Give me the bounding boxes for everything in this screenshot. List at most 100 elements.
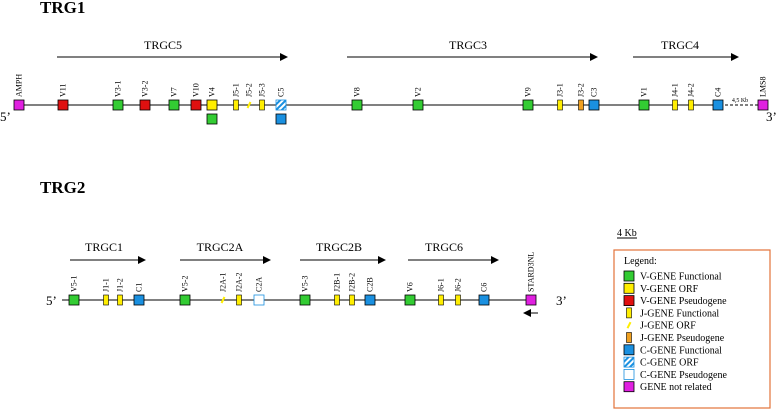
trg1-gene-j5-3-marker (259, 99, 265, 111)
trg1-gene-j5-1-label: J5-1 (232, 83, 241, 97)
legend-marker-c-functional (623, 344, 635, 356)
trg1-gene-v1-label: V1 (640, 87, 649, 97)
trg1-gene-j4-2-label: J4-2 (687, 83, 696, 97)
trg1-gene-j4-1-label: J4-1 (671, 83, 680, 97)
legend-marker-j-functional (626, 307, 632, 319)
trg2-gene-j2a-2-marker (236, 294, 242, 306)
trg1-gene-j4-2-marker (688, 99, 694, 111)
trg2-gene-v5-3-marker (299, 294, 311, 306)
legend-label-v-orf: V-GENE ORF (640, 284, 699, 295)
legend-label-j-pseudo: J-GENE Pseudogene (640, 333, 725, 344)
trg1-gene-v3-1-label: V3-1 (114, 81, 123, 97)
trg1-label-trgc4: TRGC4 (661, 38, 699, 52)
trg1-gene-c4-label: C4 (714, 88, 723, 97)
legend-label-j-orf: J-GENE ORF (640, 321, 696, 332)
trg2-gene-j6-2-label: J6-2 (454, 278, 463, 292)
trg2-gene-c2b-marker (364, 294, 376, 306)
trg2-gene-v5-3-label: V5-3 (301, 276, 310, 292)
legend-marker-c-pseudo (623, 368, 635, 380)
legend-label-c-functional: C-GENE Functional (640, 345, 722, 356)
legend-marker-v-pseudo (623, 295, 635, 307)
trg2-gene-c6-marker (478, 294, 490, 306)
trg1-gene-v3-2-label: V3-2 (141, 81, 150, 97)
trg2-gene-j2b-2-marker (349, 294, 355, 306)
trg1-gene-j3-2-marker (578, 99, 584, 111)
trg2-gene-j1-1-marker (103, 294, 109, 306)
legend-label-unrelated: GENE not related (640, 382, 712, 393)
trg1-gene-v8-label: V8 (353, 87, 362, 97)
trg1-label-trgc5: TRGC5 (144, 38, 182, 52)
legend-label-c-orf: C-GENE ORF (640, 358, 699, 369)
trg1-gene-v10-marker (190, 99, 202, 111)
trg1-gene-c3-marker (588, 99, 600, 111)
trg1-label-trgc3: TRGC3 (449, 38, 487, 52)
trg2-gene-j2b-2-label: J2B-2 (348, 273, 357, 292)
trg2-gene-j6-2-marker (455, 294, 461, 306)
trg1-gene-v4-alt-marker (206, 113, 218, 125)
trg2-cluster-arrows: TRGC1 TRGC2A TRGC2B TRGC6 (70, 240, 499, 264)
legend-box (613, 249, 771, 409)
trg2-label-trgc2b: TRGC2B (316, 240, 362, 254)
trg1-gene-v1-marker (638, 99, 650, 111)
trg1-gene-j4-1-marker (672, 99, 678, 111)
trg2-gene-v5-1-label: V5-1 (70, 276, 79, 292)
trg2-gene-c2a-marker (253, 294, 265, 306)
trg1-cluster-arrows: TRGC5 TRGC3 TRGC4 (57, 38, 739, 61)
trg2-gene-c1-label: C1 (135, 283, 144, 292)
trg2-label-trgc1: TRGC1 (85, 240, 123, 254)
trg2-gene-j1-2-label: J1-2 (116, 278, 125, 292)
trg2-gene-v6-label: V6 (406, 282, 415, 292)
trg1-gene-v9-label: V9 (524, 87, 533, 97)
legend-label-v-functional: V-GENE Functional (640, 272, 722, 283)
legend-label-c-pseudo: C-GENE Pseudogene (640, 370, 727, 381)
trg1-gene-v2-label: V2 (414, 87, 423, 97)
trg2-five-prime: 5’ (46, 293, 57, 308)
trg1-gene-amph-marker (13, 99, 25, 111)
legend-marker-v-orf (623, 282, 635, 294)
legend-marker-j-orf (626, 321, 632, 329)
trg1-gene-j5-1-marker (233, 99, 239, 111)
legend-marker-c-orf (623, 356, 635, 368)
trg2-title: TRG2 (40, 178, 85, 197)
trg2-label-trgc2a: TRGC2A (197, 240, 244, 254)
trg2-gene-j2a-1-marker (220, 296, 226, 304)
trg2-gene-j2a-2-label: J2A-2 (235, 272, 244, 292)
trg2-gene-j2b-1-label: J2B-1 (333, 273, 342, 292)
trg1-gene-c5-label: C5 (277, 88, 286, 97)
trg2-gene-j2a-1-label: J2A-1 (219, 272, 228, 292)
legend-title: Legend: (624, 256, 657, 267)
trg2-genes: V5-1 J1-1 J1-2 C1 V5-2 J2A-1 J2A-2 C2A V5-3 J2B-1… (68, 252, 537, 306)
trg2-gene-stard3nl-marker (525, 294, 537, 306)
trg1-five-prime: 5’ (0, 109, 11, 124)
trg2-gene-c2a-label: C2A (255, 277, 264, 292)
trg2-gene-v5-2-marker (179, 294, 191, 306)
trg1-gene-lms8-label: LMS8 (759, 77, 768, 97)
trg2-gene-c1-marker (133, 294, 145, 306)
trg2-gene-v6-marker (404, 294, 416, 306)
trg1-gene-j5-2-label: J5-2 (245, 83, 254, 97)
legend-label-v-pseudo: V-GENE Pseudogene (640, 296, 727, 307)
trg2-gene-j6-1-marker (438, 294, 444, 306)
trg1-gene-j5-3-label: J5-3 (258, 83, 267, 97)
trg1-gene-c3-label: C3 (590, 88, 599, 97)
trg2-gene-j2b-1-marker (334, 294, 340, 306)
trg1-gene-v3-1-marker (112, 99, 124, 111)
trg2-gene-v5-1-marker (68, 294, 80, 306)
legend-marker-j-pseudo (626, 332, 632, 343)
trg2-gene-c6-label: C6 (480, 283, 489, 292)
trg1-gene-v11-label: V11 (59, 84, 68, 97)
trg1-gene-v11-marker (57, 99, 69, 111)
trg1-gene-v7-label: V7 (170, 87, 179, 97)
trg1-gene-v10-label: V10 (192, 83, 201, 97)
trg1-gene-amph-label: AMPH (15, 74, 24, 97)
trg2-gene-v5-2-label: V5-2 (181, 276, 190, 292)
trg1-gene-c5-alt-marker (275, 113, 287, 125)
trg2-gene-j6-1-label: J6-1 (437, 278, 446, 292)
trg1-gene-j5-2-marker (246, 101, 252, 109)
trg1-gene-v4-label: V4 (208, 87, 217, 97)
trg1-gene-j3-1-label: J3-1 (556, 83, 565, 97)
trg2-gene-j1-1-label: J1-1 (102, 278, 111, 292)
trg2-three-prime: 3’ (556, 293, 567, 308)
